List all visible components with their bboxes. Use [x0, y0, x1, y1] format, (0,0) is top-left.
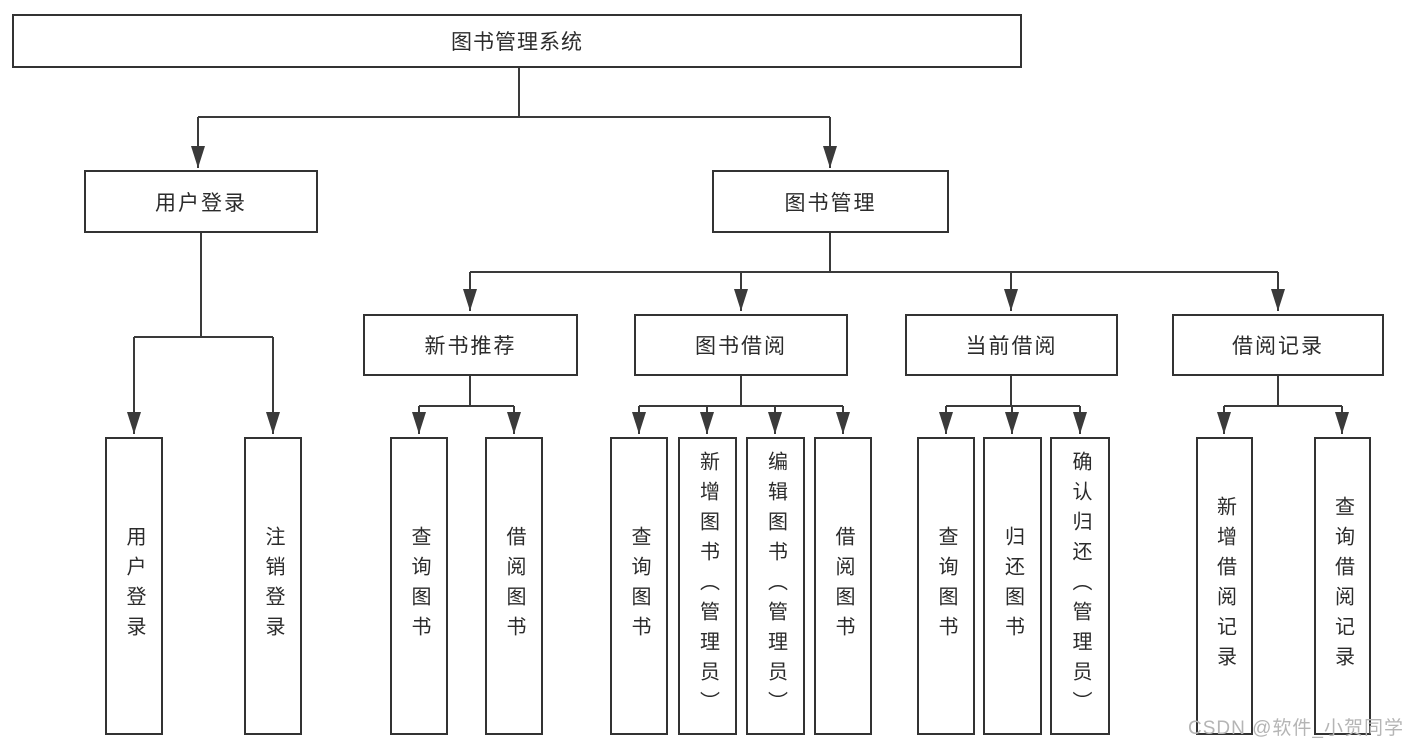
node-current-borrow: 当前借阅 — [905, 314, 1118, 376]
node-borrow-records-label: 借阅记录 — [1232, 335, 1324, 358]
node-book-borrow: 图书借阅 — [634, 314, 848, 376]
node-user-login: 用户登录 — [84, 170, 318, 233]
leaf-bb-edit-books-admin: 编辑图书（管理员） — [746, 437, 805, 735]
node-new-book-recommend-label: 新书推荐 — [424, 335, 517, 358]
leaf-br-add-record: 新增借阅记录 — [1196, 437, 1253, 735]
leaf-logout: 注销登录 — [244, 437, 302, 735]
leaf-nb-query-books: 查询图书 — [390, 437, 448, 735]
leaf-bb-query-books-label: 查询图书 — [628, 526, 650, 646]
leaf-nb-borrow-books: 借阅图书 — [485, 437, 543, 735]
node-root-label: 图书管理系统 — [451, 31, 583, 54]
leaf-br-query-record-label: 查询借阅记录 — [1331, 496, 1354, 676]
node-book-management-label: 图书管理 — [784, 191, 877, 215]
leaf-nb-borrow-books-label: 借阅图书 — [503, 526, 525, 646]
leaf-bb-add-books-admin-label: 新增图书（管理员） — [696, 451, 719, 721]
leaf-cb-query-books-label: 查询图书 — [935, 526, 957, 646]
node-user-login-label: 用户登录 — [155, 191, 247, 215]
leaf-nb-query-books-label: 查询图书 — [408, 526, 430, 646]
leaf-cb-query-books: 查询图书 — [917, 437, 975, 735]
node-book-management: 图书管理 — [712, 170, 949, 233]
leaf-bb-borrow-books-label: 借阅图书 — [832, 526, 854, 646]
leaf-bb-query-books: 查询图书 — [610, 437, 668, 735]
leaf-cb-return-books: 归还图书 — [983, 437, 1042, 735]
leaf-cb-confirm-return-admin: 确认归还（管理员） — [1050, 437, 1110, 735]
leaf-br-add-record-label: 新增借阅记录 — [1213, 496, 1236, 676]
leaf-user-login: 用户登录 — [105, 437, 163, 735]
node-borrow-records: 借阅记录 — [1172, 314, 1384, 376]
leaf-bb-edit-books-admin-label: 编辑图书（管理员） — [764, 451, 787, 721]
leaf-logout-label: 注销登录 — [262, 526, 284, 646]
node-new-book-recommend: 新书推荐 — [363, 314, 578, 376]
leaf-cb-return-books-label: 归还图书 — [1001, 526, 1024, 646]
leaf-bb-borrow-books: 借阅图书 — [814, 437, 872, 735]
node-root: 图书管理系统 — [12, 14, 1022, 68]
leaf-cb-confirm-return-admin-label: 确认归还（管理员） — [1069, 451, 1091, 721]
csdn-watermark: CSDN @软件_小贺同学 — [1188, 718, 1404, 739]
node-current-borrow-label: 当前借阅 — [965, 335, 1058, 358]
node-book-borrow-label: 图书借阅 — [695, 335, 787, 358]
leaf-br-query-record: 查询借阅记录 — [1314, 437, 1371, 735]
leaf-user-login-label: 用户登录 — [123, 526, 145, 646]
leaf-bb-add-books-admin: 新增图书（管理员） — [678, 437, 737, 735]
